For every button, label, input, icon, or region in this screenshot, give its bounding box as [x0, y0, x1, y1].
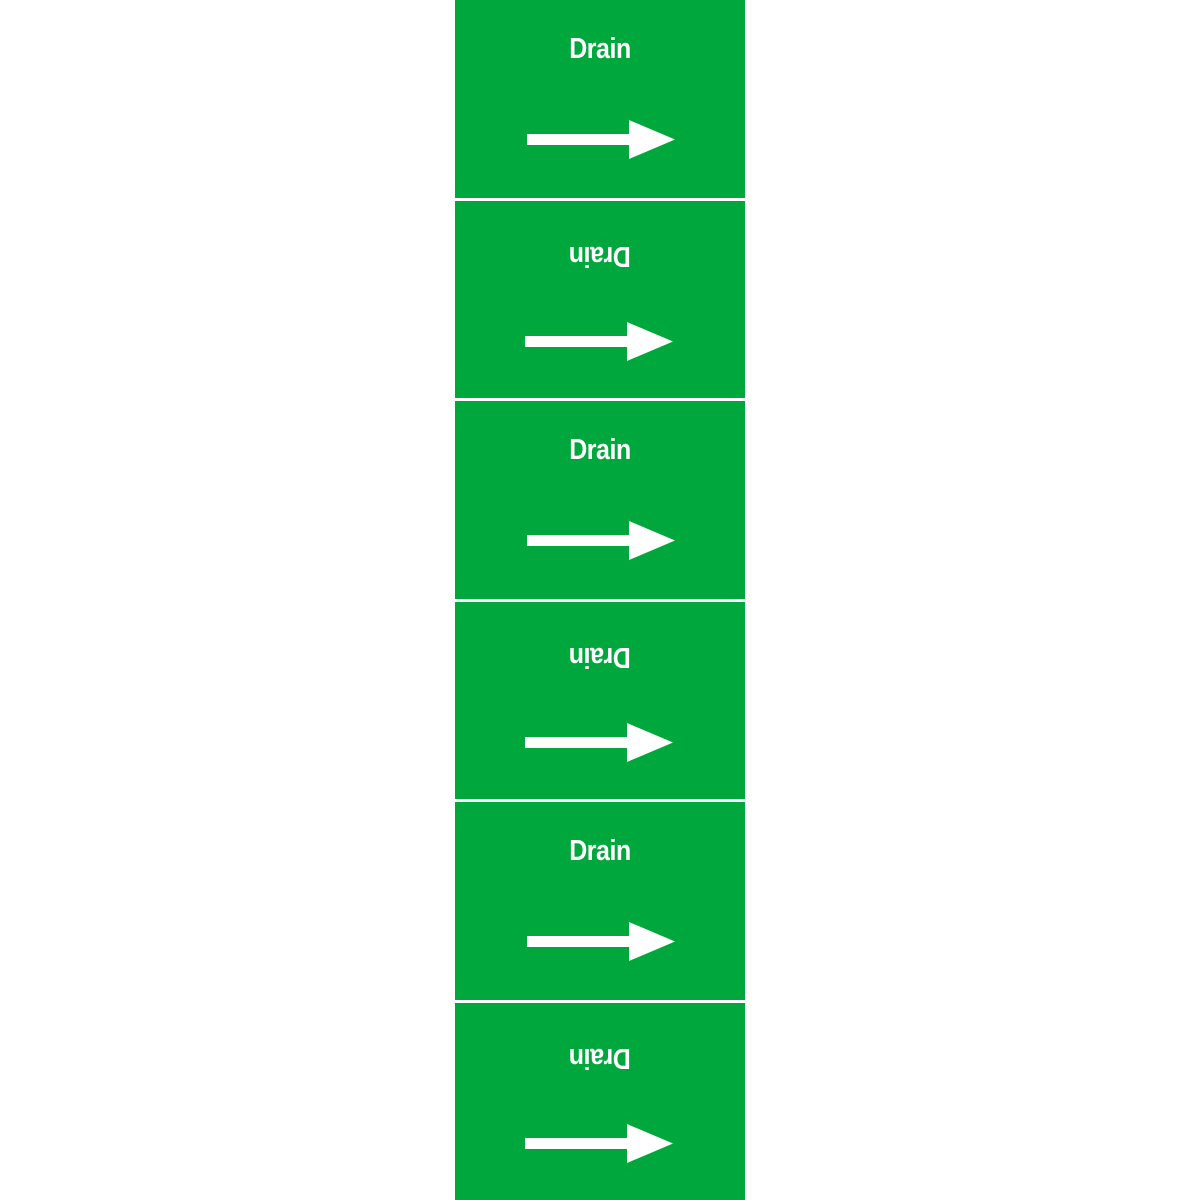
- marker-label: Drain: [569, 434, 631, 466]
- marker-label: Drain: [569, 835, 631, 867]
- arrow-right-icon: [527, 521, 675, 560]
- marker-label-inverted: Drain: [569, 1041, 631, 1074]
- marker-label: Drain: [569, 33, 631, 65]
- marker-panel-2: Drain: [455, 200, 745, 398]
- marker-label-inverted: Drain: [569, 239, 631, 272]
- arrow-right-icon: [527, 922, 675, 961]
- arrow-right-icon: [525, 722, 673, 762]
- marker-label-inverted: Drain: [569, 640, 631, 673]
- pipe-marker-strip: Drain Drain Drain Drain Drain: [455, 0, 745, 1200]
- marker-panel-3: Drain: [455, 401, 745, 599]
- arrow-right-icon: [525, 1123, 673, 1163]
- marker-panel-4: Drain: [455, 601, 745, 799]
- marker-panel-6: Drain: [455, 1002, 745, 1200]
- marker-panel-5: Drain: [455, 802, 745, 1000]
- arrow-right-icon: [525, 321, 673, 361]
- marker-panel-1: Drain: [455, 0, 745, 198]
- arrow-right-icon: [527, 120, 675, 159]
